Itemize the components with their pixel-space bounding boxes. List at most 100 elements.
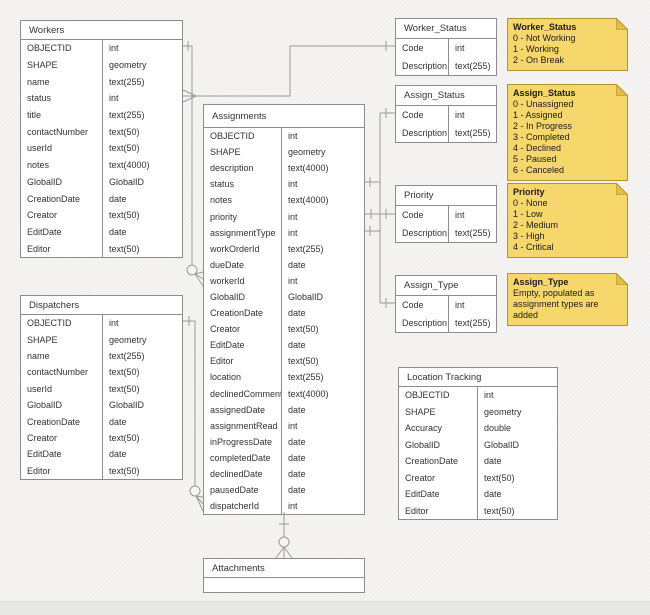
note-line: 2 - In Progress: [513, 121, 573, 131]
relation-assignments-attachments[interactable]: [275, 512, 293, 559]
field-type: int: [288, 420, 298, 431]
field-type: int: [288, 131, 298, 142]
entity-title: Location Tracking: [399, 368, 557, 387]
note-line: assignment types are added: [513, 299, 599, 320]
note-fold-icon: [616, 183, 628, 195]
relation-workerstatus-workers[interactable]: [182, 41, 395, 103]
field-type: text(50): [109, 210, 140, 221]
entity-title: Priority: [396, 186, 496, 206]
field-name: Description: [396, 124, 449, 142]
field-row: Editor text(50): [399, 502, 557, 519]
entity-title: Assign_Status: [396, 86, 496, 106]
field-type: GlobalID: [109, 400, 145, 411]
field-name: OBJECTID: [21, 315, 103, 332]
field-name: SHAPE: [21, 331, 103, 348]
field-name: GlobalID: [21, 173, 103, 191]
note-line: 0 - Unassigned: [513, 99, 574, 109]
field-name: dueDate: [204, 256, 282, 273]
field-name: Description: [396, 314, 449, 332]
field-type: geometry: [288, 147, 326, 158]
field-type: text(50): [288, 324, 319, 335]
field-name: OBJECTID: [21, 40, 103, 57]
entity-attachments[interactable]: Attachments: [203, 558, 365, 593]
field-name: contactNumber: [21, 123, 103, 141]
relation-priority-assignments[interactable]: [365, 209, 395, 219]
field-name: Creator: [399, 469, 478, 486]
field-name: assignmentRead: [204, 417, 282, 434]
field-type: int: [288, 211, 298, 222]
relation-assignstatus-assignments[interactable]: [365, 108, 395, 303]
field-type: text(255): [109, 350, 145, 361]
field-name: OBJECTID: [204, 128, 282, 145]
field-type: text(255): [109, 110, 145, 121]
field-type: int: [288, 179, 298, 190]
field-name: contactNumber: [21, 364, 103, 381]
field-type: text(50): [109, 367, 140, 378]
note-line: 5 - Paused: [513, 154, 557, 164]
field-type: text(50): [109, 126, 140, 137]
relation-dispatchers-assignments[interactable]: [183, 316, 204, 512]
field-name: userId: [21, 140, 103, 157]
field-type: GlobalID: [288, 291, 324, 302]
canvas-footer-band: [0, 601, 650, 615]
note-line: 1 - Low: [513, 209, 543, 219]
field-name: workOrderId: [204, 240, 282, 257]
field-name: name: [21, 73, 103, 91]
note-line: 4 - Declined: [513, 143, 562, 153]
field-type: date: [484, 456, 502, 467]
field-name: description: [204, 160, 282, 177]
note-line: 2 - On Break: [513, 55, 565, 65]
field-type: text(50): [109, 243, 140, 254]
field-name: Editor: [21, 240, 103, 257]
field-type: text(50): [484, 505, 515, 516]
field-type: text(255): [455, 318, 491, 328]
field-name: Editor: [399, 502, 478, 519]
field-type: text(255): [109, 76, 145, 87]
entity-empty-row: [204, 578, 364, 592]
note-line: 1 - Assigned: [513, 110, 563, 120]
field-name: declinedComment: [204, 385, 282, 402]
field-name: Code: [396, 296, 449, 314]
relation-assigntype-assignments[interactable]: [365, 226, 395, 308]
relation-workers-assignments[interactable]: [183, 41, 204, 287]
field-type: double: [484, 423, 512, 434]
field-name: inProgressDate: [204, 433, 282, 450]
field-name: title: [21, 106, 103, 124]
field-name: completedDate: [204, 449, 282, 466]
field-row: title text(255): [21, 106, 182, 124]
note-fold-icon: [616, 84, 628, 96]
field-name: EditDate: [399, 486, 478, 503]
